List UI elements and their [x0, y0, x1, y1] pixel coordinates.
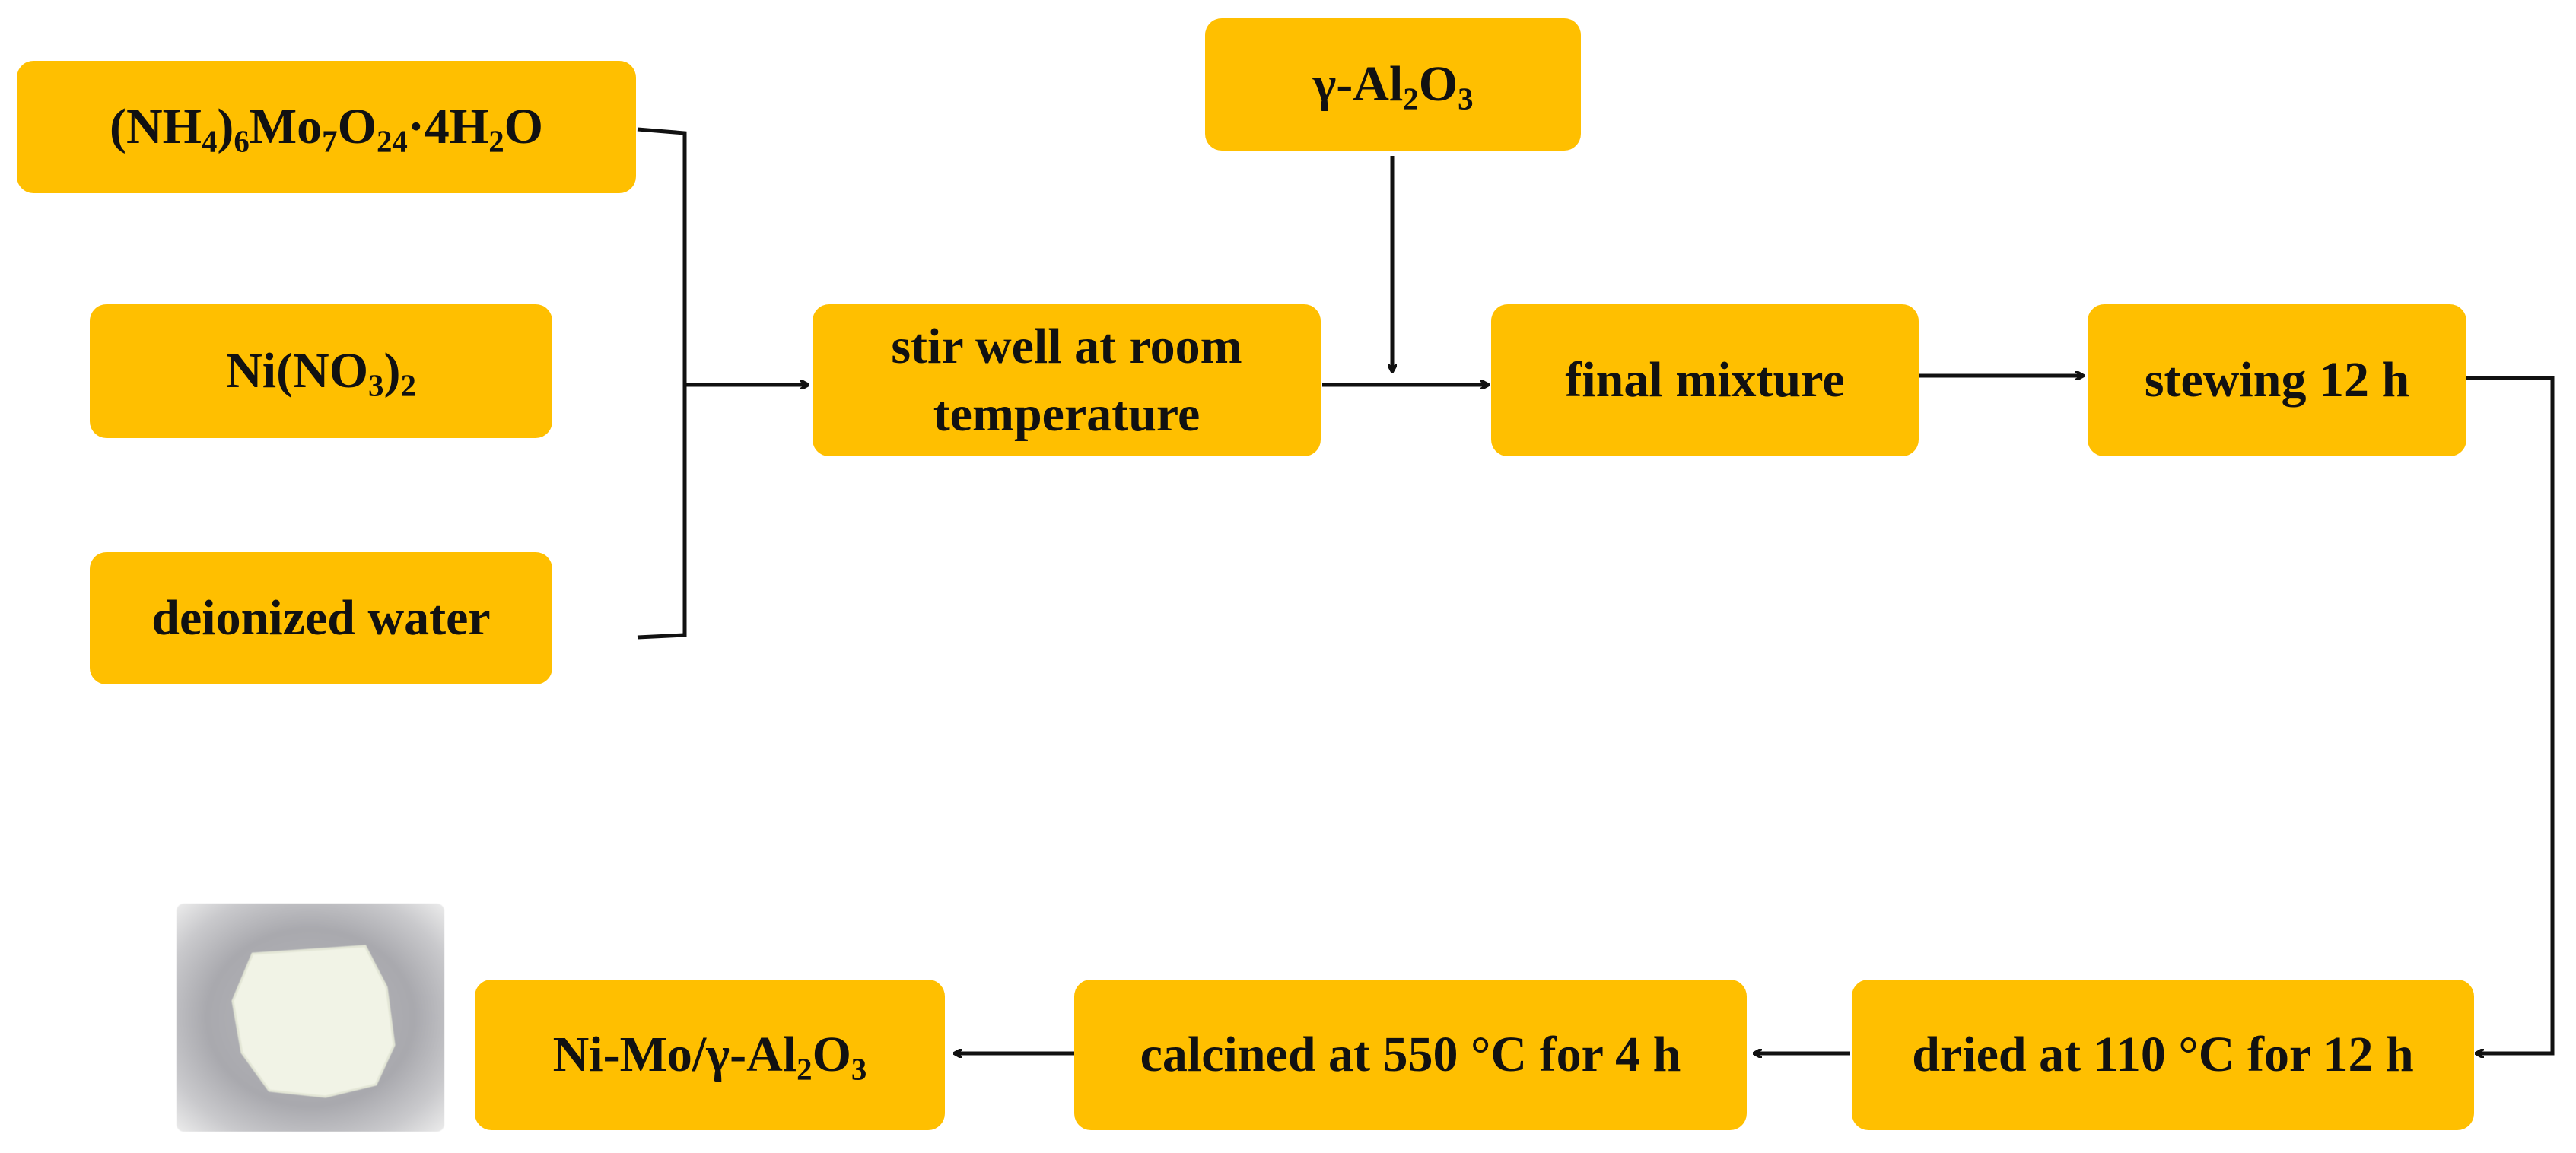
product-ni-mo-alumina: Ni-Mo/γ-Al2O3 [475, 980, 945, 1130]
input-bracket [637, 127, 687, 640]
label-deionized-water: deionized water [151, 590, 491, 646]
catalyst-sample-photo [177, 904, 444, 1132]
input-nickel-nitrate: Ni(NO3)2 [90, 304, 552, 438]
formula-nickel-nitrate: Ni(NO3)2 [226, 343, 416, 403]
label-stir: stir well at room temperature [891, 318, 1242, 442]
input-deionized-water: deionized water [90, 552, 552, 684]
step-stewing: stewing 12 h [2088, 304, 2466, 456]
input-gamma-alumina: γ-Al2O3 [1205, 18, 1581, 151]
formula-ammonium-molybdate: (NH4)6Mo7O24·4H2O [109, 99, 544, 159]
label-stewing: stewing 12 h [2144, 352, 2410, 408]
formula-product: Ni-Mo/γ-Al2O3 [552, 1027, 867, 1087]
formula-gamma-alumina: γ-Al2O3 [1312, 56, 1474, 116]
step-calcined: calcined at 550 °C for 4 h [1074, 980, 1747, 1130]
connector-stewing-to-dried [2466, 376, 2555, 1053]
step-final-mixture: final mixture [1491, 304, 1919, 456]
label-final-mixture: final mixture [1565, 352, 1845, 408]
input-ammonium-molybdate: (NH4)6Mo7O24·4H2O [17, 61, 636, 193]
label-dried: dried at 110 °C for 12 h [1912, 1027, 2414, 1083]
step-dried: dried at 110 °C for 12 h [1852, 980, 2474, 1130]
label-calcined: calcined at 550 °C for 4 h [1140, 1027, 1681, 1083]
step-stir: stir well at room temperature [813, 304, 1321, 456]
catalyst-powder-image [231, 945, 396, 1098]
